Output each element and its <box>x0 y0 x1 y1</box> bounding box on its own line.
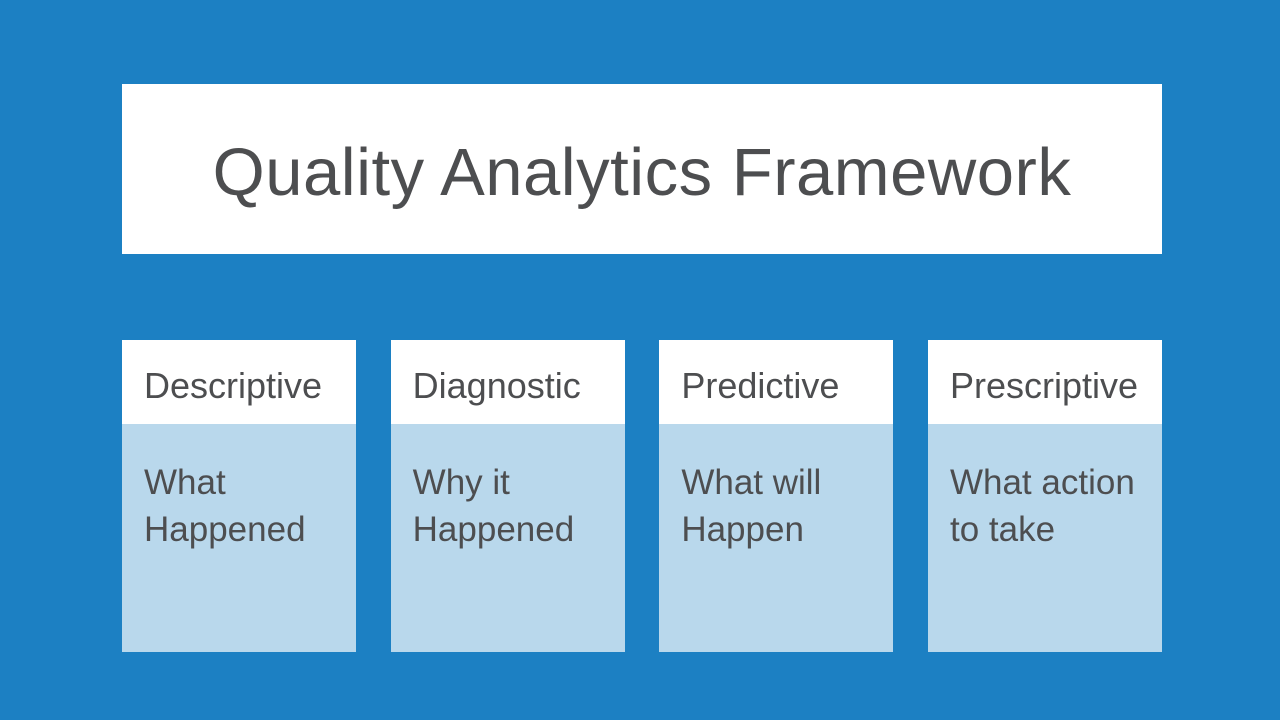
card-title: Descriptive <box>144 365 323 406</box>
cards-row: Descriptive What Happened Diagnostic Why… <box>122 340 1162 652</box>
card-diagnostic: Diagnostic Why it Happened <box>390 340 625 652</box>
card-prescriptive: Prescriptive What action to take <box>927 340 1162 652</box>
card-header: Diagnostic <box>390 340 625 424</box>
card-predictive: Predictive What will Happen <box>659 340 894 652</box>
card-description: What will Happen <box>681 463 822 549</box>
slide-title: Quality Analytics Framework <box>212 134 1072 210</box>
card-description: Why it Happened <box>412 463 575 549</box>
card-body: What will Happen <box>659 424 894 652</box>
card-body: What Happened <box>122 424 356 652</box>
card-body: What action to take <box>927 424 1162 652</box>
card-descriptive: Descriptive What Happened <box>122 340 356 652</box>
card-header: Prescriptive <box>927 340 1162 424</box>
card-title: Prescriptive <box>949 365 1139 406</box>
card-body: Why it Happened <box>390 424 625 652</box>
card-header: Descriptive <box>122 340 356 424</box>
title-banner: Quality Analytics Framework <box>122 84 1162 254</box>
card-header: Predictive <box>659 340 894 424</box>
card-title: Predictive <box>681 365 840 406</box>
card-title: Diagnostic <box>412 365 581 406</box>
card-description: What action to take <box>949 463 1135 549</box>
card-description: What Happened <box>144 463 306 549</box>
